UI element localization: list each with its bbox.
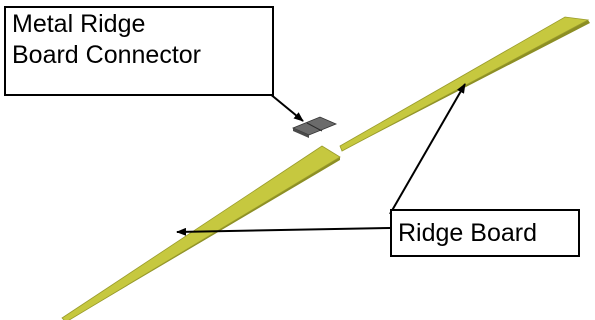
ridge-board-arrow-lower	[176, 227, 391, 236]
connector-fold-line	[306, 122, 323, 132]
connector-label-line1: Metal Ridge	[12, 10, 146, 38]
ridge-board-left-top	[61, 145, 341, 320]
metal-connector	[291, 116, 338, 138]
ridge-board-left	[61, 145, 341, 320]
ridge-board-arrow-upper	[389, 83, 466, 215]
ridge-board-label: Ridge Board	[398, 219, 537, 247]
ridge-board-label-box: Ridge Board	[390, 209, 580, 257]
connector-label-line2: Board Connector	[12, 41, 202, 69]
connector-label-box: Metal Ridge Board Connector	[4, 6, 274, 96]
connector-flange	[293, 128, 309, 138]
